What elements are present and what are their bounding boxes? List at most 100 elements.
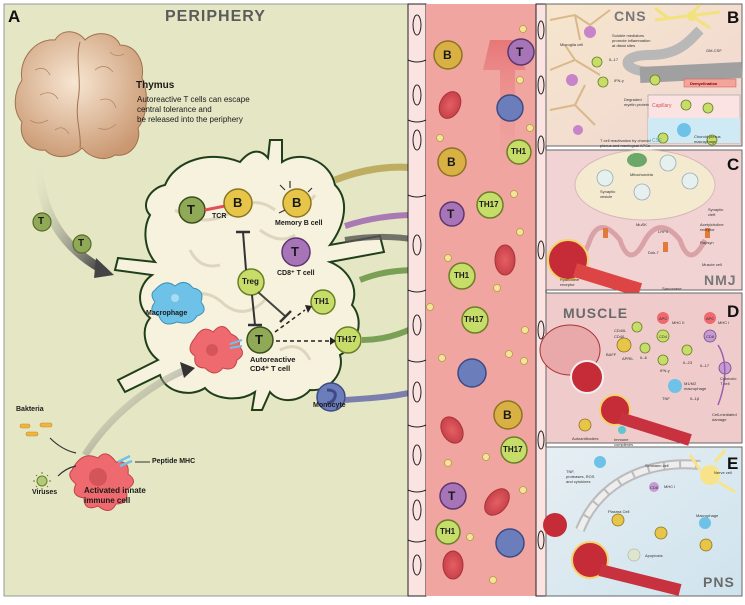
reactivation-line: T cell reactivation by choroid: [600, 138, 651, 143]
b-cell-glyph: B: [292, 195, 302, 210]
b-cell-glyph: B: [447, 155, 456, 169]
b-cell-icon: [223, 188, 253, 218]
muscle-cell-label: Muscle cell: [702, 262, 722, 267]
th17-cell-icon: [461, 306, 489, 334]
thymus-exit-arrow: [33, 159, 103, 272]
t-cell-icon: [680, 99, 692, 111]
musk-label: MuSK: [636, 222, 647, 227]
microglia-icon: [566, 26, 596, 135]
macrophage-label: Macrophage: [146, 310, 188, 317]
autoreactive-t-cell-icon: [246, 326, 274, 354]
cell-mediated-line: Cell-mediated: [712, 412, 737, 417]
microglia-label: Microglia cell: [560, 42, 584, 47]
panel-letter-d: D: [727, 302, 740, 321]
cytotoxic-line: T cell: [720, 381, 730, 386]
tnf-line: and cytokines: [566, 479, 591, 484]
cell-mediated-line: damage: [712, 417, 727, 422]
cd8-cell-icon: [649, 482, 659, 492]
virus-icon: [33, 472, 51, 490]
th1-glyph: TH1: [440, 527, 456, 536]
vessel-wall-right: [535, 3, 547, 597]
apc-icon: [189, 326, 243, 374]
rbc-icon: [440, 416, 464, 444]
degraded-myelin-label: Degraded myelin protein: [624, 97, 649, 107]
innate-line: immune cell: [84, 496, 131, 505]
soluble-line: Soluble mediators: [612, 33, 645, 38]
t-cell-glyph: T: [291, 244, 299, 259]
monocyte-icon: [457, 358, 487, 388]
choroid-line: Choroid plexus: [694, 134, 721, 139]
capillary-lumen: [426, 4, 536, 596]
degraded-line: myelin protein: [624, 102, 649, 107]
t-cell-glyph: T: [78, 238, 85, 249]
panel-letter-a: A: [8, 7, 21, 26]
treg-glyph: Treg: [242, 277, 259, 286]
reactivation-line: plexus and meningeal APCs: [600, 143, 651, 148]
thymus-title: Thymus: [136, 80, 175, 91]
arrow: [49, 437, 77, 454]
inhibition-line: [242, 231, 247, 271]
il6-label: IL-6: [640, 355, 647, 360]
plasma-cell-label: Plasma Cell: [608, 509, 630, 514]
apc-label: APC: [706, 316, 715, 321]
macrophage-icon: [151, 282, 205, 325]
b-cell-glyph: B: [443, 48, 452, 62]
mhc2-label: MHC II: [672, 320, 685, 325]
sarcomere-label: Sarcomere: [662, 286, 682, 291]
t-cell-icon: [657, 132, 669, 144]
apoptosis-label: Apoptosis: [645, 553, 663, 558]
cd8-t-cell-icon: [507, 38, 535, 66]
thymus-icon: [14, 31, 147, 159]
m1m2-line: M1/M2: [684, 381, 697, 386]
autoreactive-line: Autoreactive: [250, 355, 296, 364]
th17-glyph: TH17: [479, 200, 499, 209]
mhc1-label: MHC I: [718, 320, 730, 325]
neuron-icon: [654, 3, 721, 30]
il17-label: IL-17: [609, 57, 619, 62]
b-cell-icon: [699, 538, 713, 552]
cd40l-label: CD40L: [614, 328, 627, 333]
immune-complex-label: Immune complexes: [614, 437, 633, 447]
nmj-title: NMJ: [704, 272, 737, 288]
receptors: [603, 228, 710, 252]
t-cell-glyph: T: [448, 489, 456, 503]
b-cell-glyph: B: [233, 195, 243, 210]
mhc1-label: MHC I: [664, 484, 676, 489]
postsynaptic-folds: [567, 225, 708, 258]
vessel-wall-left: [407, 3, 427, 597]
soluble-line: promote inflammation: [612, 38, 651, 43]
arrowhead-icon: [94, 258, 114, 278]
tnf-line: TNF,: [566, 469, 575, 474]
rbc-icon: [484, 488, 510, 516]
treg-cell-icon: [237, 268, 265, 296]
cd8-label: CD8: [650, 485, 659, 490]
tnf-label: TNF: [662, 396, 670, 401]
m1m2-line: macrophage: [684, 386, 707, 391]
macrophage-icon: [668, 379, 682, 393]
immune-complex-line: complexes: [614, 442, 634, 447]
cd4-cell-icon: [656, 329, 670, 343]
platelets: [426, 25, 534, 584]
vesicle-line: vesicle: [600, 194, 613, 199]
ryanodine-line: Ryanodine: [560, 277, 580, 282]
cd8-label: CD8: [706, 334, 715, 339]
muscle-fiber-icon: [543, 513, 682, 596]
t-cell-glyph: T: [447, 207, 455, 221]
rbc-icon: [494, 244, 516, 276]
apoptotic-b-cell-icon: [627, 548, 641, 562]
cd8-t-cell-icon: [439, 482, 467, 510]
monocyte-label: Monocyte: [313, 402, 346, 409]
cd40-label: CD40: [614, 334, 625, 339]
nerve-cell-label: Nerve cell: [714, 470, 732, 475]
activated-innate-cell-icon: [69, 453, 134, 511]
degraded-line: Degraded: [624, 97, 642, 102]
dok7-label: Dok-7: [648, 250, 659, 255]
synaptic-vesicle-icon: [596, 154, 699, 201]
th1-cell-icon: [448, 262, 476, 290]
vesicle-label: Synaptic vesicle: [600, 189, 615, 199]
myelinated-axon-icon: [622, 26, 743, 83]
cytotoxic-line: Cytotoxic: [720, 376, 737, 381]
cell-mediated-label: Cell-mediated damage: [712, 412, 737, 422]
pns-title: PNS: [703, 574, 735, 590]
astrocyte-icon: [549, 9, 611, 126]
